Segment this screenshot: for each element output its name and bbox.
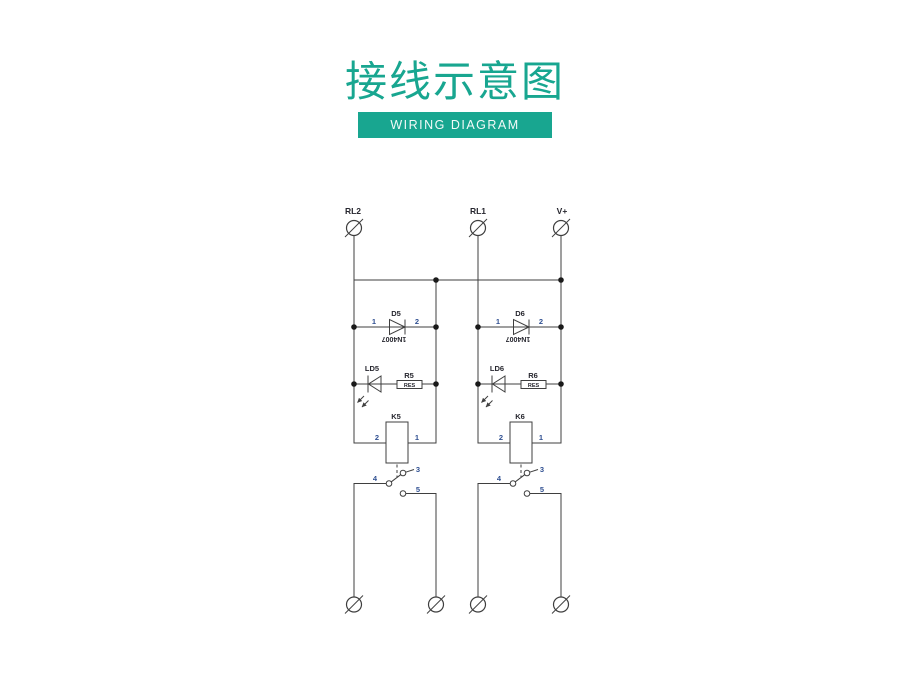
- terminal-rl2-label: RL2: [345, 206, 361, 216]
- terminal-vplus-label: V+: [557, 206, 568, 216]
- switch-no-tail: [405, 469, 415, 473]
- diode-part-number: 1N4007: [506, 335, 531, 342]
- resistor-value: RES: [404, 383, 416, 389]
- junction-dot: [351, 324, 357, 330]
- terminal-slash: [344, 595, 364, 614]
- relay-k6: K6 2 1: [499, 412, 543, 477]
- bottom-terminal: [426, 595, 446, 614]
- led-name: LD5: [365, 364, 379, 373]
- resistor-body: [520, 380, 547, 389]
- resistor-value: RES: [528, 383, 540, 389]
- resistor-body: [396, 380, 423, 389]
- subtitle-text: WIRING DIAGRAM: [390, 118, 520, 132]
- switch-nc-contact: [399, 490, 407, 497]
- switch-k5: 4 3 5: [373, 465, 420, 497]
- junction-dot: [475, 381, 481, 387]
- terminal-vplus: V+: [551, 206, 571, 238]
- switch-pin-4: 4: [373, 474, 378, 483]
- resistor-r6: R6 RES: [520, 371, 547, 389]
- wire-switch-nc: [405, 493, 437, 597]
- terminal-slash: [551, 218, 571, 238]
- junction-dot: [558, 277, 564, 283]
- junction-dot: [558, 324, 564, 330]
- switch-nc-contact: [523, 490, 531, 497]
- relay-k5: K5 2 1: [375, 412, 419, 477]
- diode-triangle-icon: [389, 318, 407, 336]
- subtitle-banner: WIRING DIAGRAM: [358, 112, 552, 138]
- junction-dot: [558, 381, 564, 387]
- wire-switch-common: [477, 483, 511, 597]
- bottom-terminal: [468, 595, 488, 614]
- terminal-slash: [468, 595, 488, 614]
- diode-pin-1: 1: [496, 317, 500, 326]
- switch-no-tail: [529, 469, 539, 473]
- junction-dot: [433, 277, 439, 283]
- circuit-1: D5 1 2 1N4007 LD5 R5 RES K5 2 1: [344, 235, 446, 614]
- switch-pin-5: 5: [540, 485, 544, 494]
- diode-pin-1: 1: [372, 317, 376, 326]
- relay-pin-1: 1: [415, 433, 419, 442]
- diode-name: D5: [391, 309, 401, 318]
- diode-part-number: 1N4007: [382, 335, 407, 342]
- switch-pole-contact: [385, 480, 393, 487]
- relay-name: K5: [391, 412, 401, 421]
- relay-pin-2: 2: [499, 433, 503, 442]
- led-ld6: LD6: [481, 364, 506, 408]
- diode-d6: D6 1 2 1N4007: [496, 309, 543, 342]
- page-title: 接线示意图: [344, 58, 565, 105]
- terminal-rl1: RL1: [468, 206, 488, 238]
- junction-dot: [433, 381, 439, 387]
- resistor-r5: R5 RES: [396, 371, 423, 389]
- junction-dot: [433, 324, 439, 330]
- terminal-slash: [426, 595, 446, 614]
- relay-name: K6: [515, 412, 525, 421]
- terminal-slash: [468, 218, 488, 238]
- led-emission-arrow-icon: [485, 400, 493, 408]
- wire-left-column: [477, 235, 510, 444]
- diode-triangle-icon: [513, 318, 531, 336]
- junction-dot: [475, 324, 481, 330]
- diode-d5: D5 1 2 1N4007: [372, 309, 419, 342]
- relay-pin-1: 1: [539, 433, 543, 442]
- switch-pin-3: 3: [416, 465, 420, 474]
- wire-right-column: [532, 235, 562, 444]
- led-emission-arrow-icon: [361, 400, 369, 408]
- wire-switch-nc: [529, 493, 562, 597]
- switch-k6: 4 3 5: [497, 465, 544, 497]
- resistor-name: R6: [528, 371, 538, 380]
- terminal-rl2: RL2: [344, 206, 364, 238]
- switch-arm: [514, 474, 526, 483]
- switch-pin-5: 5: [416, 485, 420, 494]
- bottom-terminal: [344, 595, 364, 614]
- led-triangle-icon: [491, 375, 506, 393]
- wire-switch-common: [353, 483, 387, 597]
- diode-pin-2: 2: [415, 317, 419, 326]
- led-emission-arrow-icon: [481, 395, 489, 403]
- switch-pin-3: 3: [540, 465, 544, 474]
- led-emission-arrow-icon: [357, 395, 365, 403]
- relay-coil-body: [385, 421, 409, 464]
- led-name: LD6: [490, 364, 504, 373]
- relay-coil-body: [509, 421, 533, 464]
- wire-left-column: [353, 235, 386, 444]
- led-triangle-icon: [367, 375, 382, 393]
- circuit-2: D6 1 2 1N4007 LD6 R6 RES K6 2 1: [468, 235, 571, 614]
- wire-right-column: [408, 280, 437, 444]
- terminal-rl1-label: RL1: [470, 206, 486, 216]
- terminal-slash: [344, 218, 364, 238]
- diode-name: D6: [515, 309, 525, 318]
- terminal-slash: [551, 595, 571, 614]
- switch-no-contact: [523, 469, 531, 477]
- switch-arm: [390, 474, 402, 483]
- led-ld5: LD5: [357, 364, 382, 408]
- relay-pin-2: 2: [375, 433, 379, 442]
- junction-dot: [351, 381, 357, 387]
- bottom-terminal: [551, 595, 571, 614]
- switch-no-contact: [399, 469, 407, 477]
- switch-pin-4: 4: [497, 474, 502, 483]
- diode-pin-2: 2: [539, 317, 543, 326]
- resistor-name: R5: [404, 371, 414, 380]
- switch-pole-contact: [509, 480, 517, 487]
